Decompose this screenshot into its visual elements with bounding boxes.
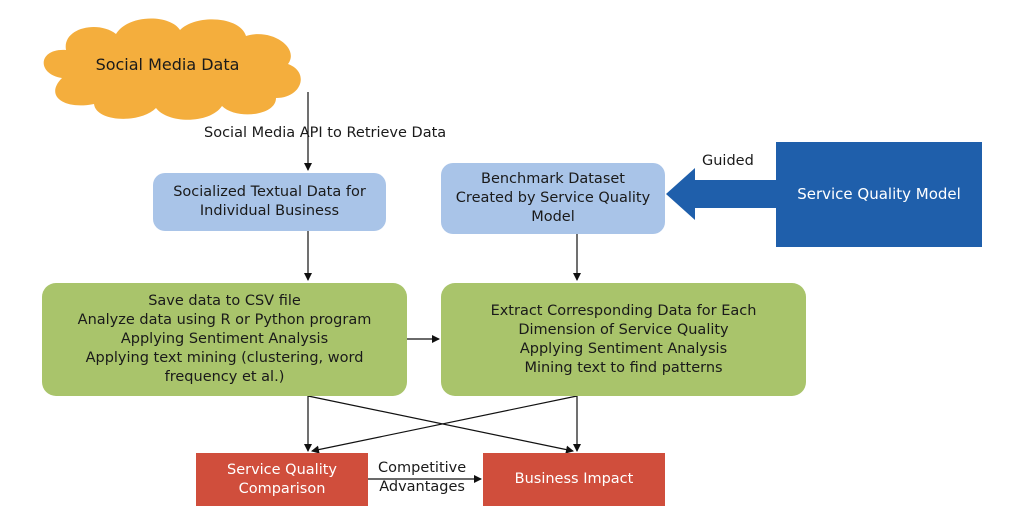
- edge-save-to-impact: [307, 395, 574, 454]
- social-media-cloud-shape: [43, 18, 301, 120]
- guided-block-arrow: [666, 168, 776, 220]
- node-service-quality-comparison: Service Quality Comparison: [196, 453, 368, 506]
- node-benchmark-dataset: Benchmark Dataset Created by Service Qua…: [441, 163, 665, 234]
- edge-label-competitive-advantages: Competitive Advantages: [378, 460, 467, 495]
- node-save-analyze-data: Save data to CSV file Analyze data using…: [42, 283, 407, 396]
- edge-label-api: Social Media API to Retrieve Data: [204, 125, 447, 141]
- node-socialized-textual-data: Socialized Textual Data for Individual B…: [153, 173, 386, 231]
- node-social-media-data: Social Media Data: [95, 55, 240, 74]
- node-extract-corresponding-data: Extract Corresponding Data for Each Dime…: [441, 283, 806, 396]
- edge-extract-to-comparison: [311, 395, 578, 454]
- node-service-quality-model: Service Quality Model: [776, 142, 982, 247]
- edge-label-guided: Guided: [702, 153, 754, 169]
- node-business-impact: Business Impact: [483, 453, 665, 506]
